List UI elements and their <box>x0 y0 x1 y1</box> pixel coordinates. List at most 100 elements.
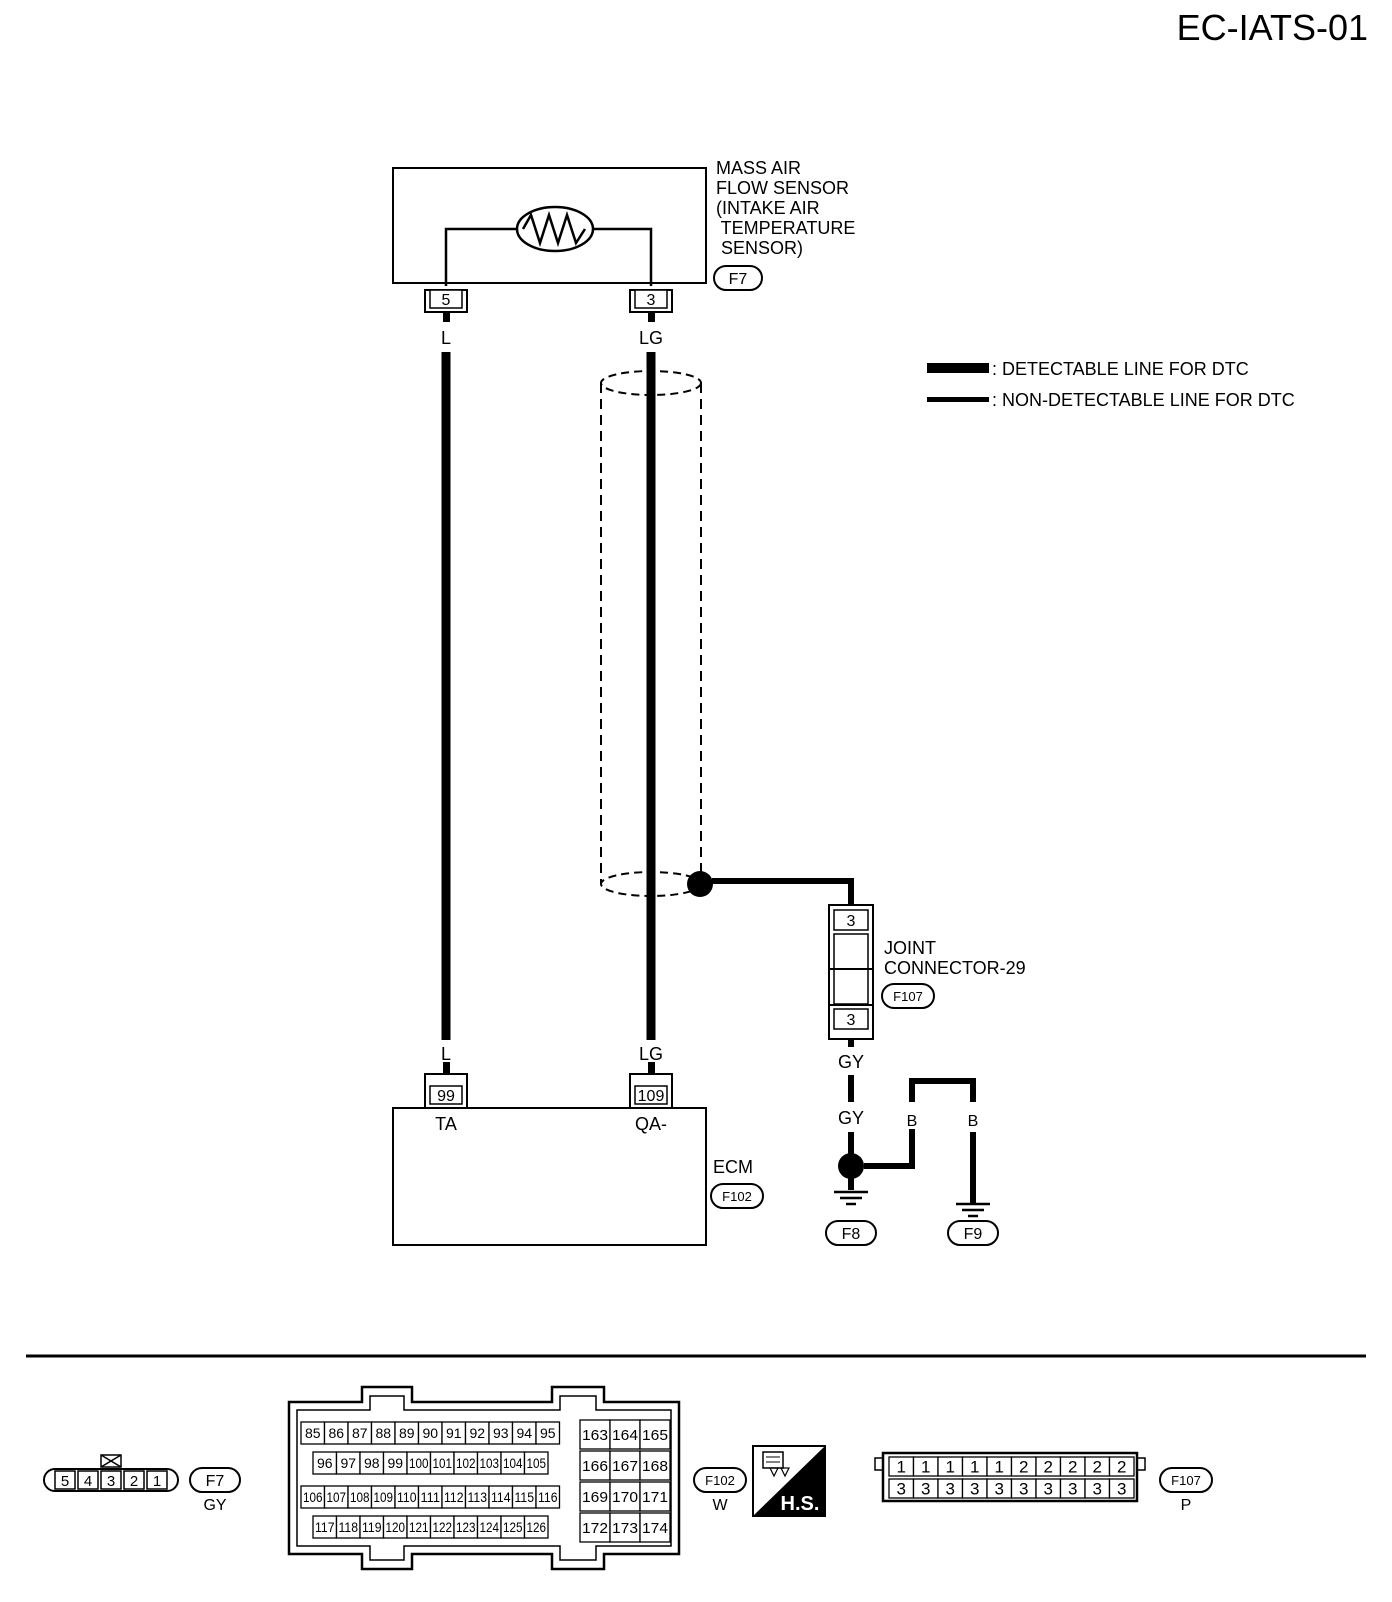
f7-color: GY <box>203 1497 226 1514</box>
legend: : DETECTABLE LINE FOR DTC : NON-DETECTAB… <box>927 359 1295 410</box>
ecm-connector-id: F102 <box>722 1189 752 1204</box>
f102-pin-label: 98 <box>364 1455 380 1471</box>
b-label-left: B <box>907 1113 918 1130</box>
maf-connector-id: F7 <box>729 271 748 288</box>
f102-pin-cell <box>639 1481 671 1512</box>
thermistor-symbol <box>515 205 595 253</box>
f102-pin-label: 94 <box>516 1425 532 1441</box>
jc-pin-bottom: 3 <box>847 1012 856 1029</box>
f107-pin-label: 3 <box>970 1480 979 1499</box>
legend-thick-line <box>927 363 989 373</box>
f102-pin-label: 124 <box>480 1519 500 1535</box>
ecm-pin-109: 109 <box>638 1088 665 1105</box>
f102-pin-label: 102 <box>456 1455 476 1471</box>
f102-pin-label: 106 <box>303 1489 323 1505</box>
jc-name-line-1: JOINT <box>884 938 936 958</box>
legend-thin-line <box>927 397 989 402</box>
f102-pin-label: 170 <box>612 1489 638 1506</box>
f102-pin-label: 112 <box>444 1489 464 1505</box>
wire-ta-label-top: L <box>441 328 451 348</box>
f102-pin-label: 104 <box>503 1455 523 1471</box>
f102-pin-label: 105 <box>527 1455 547 1471</box>
f102-pin-label: 116 <box>538 1489 558 1505</box>
f102-pin-label: 166 <box>582 1458 608 1475</box>
f107-pin-label: 1 <box>995 1458 1004 1477</box>
f102-pin-cell <box>523 1451 549 1475</box>
f107-pin-label: 2 <box>1117 1458 1126 1477</box>
f102-pin-label: 85 <box>305 1425 321 1441</box>
maf-sensor: MASS AIR FLOW SENSOR (INTAKE AIR TEMPERA… <box>392 158 855 313</box>
f7-pin: 2 <box>130 1473 138 1490</box>
f102-color: W <box>712 1497 728 1514</box>
f102-pin-label: 100 <box>409 1455 429 1471</box>
f102-pin-label: 113 <box>468 1489 488 1505</box>
joint-connector-29: 3 3 JOINT CONNECTOR-29 F107 <box>828 904 1026 1040</box>
f102-pin-label: 96 <box>317 1455 333 1471</box>
legend-detectable: : DETECTABLE LINE FOR DTC <box>992 359 1249 379</box>
f107-pin-cell <box>1108 1478 1135 1499</box>
legend-non-detectable: : NON-DETECTABLE LINE FOR DTC <box>992 390 1295 410</box>
maf-name-line-5: SENSOR) <box>716 238 803 258</box>
maf-name-line-1: MASS AIR <box>716 158 801 178</box>
ecm-connector-tag <box>710 1183 764 1209</box>
f102-pin-label: 93 <box>493 1425 509 1441</box>
jc-pin-top: 3 <box>847 913 856 930</box>
f102-pin-label: 117 <box>315 1519 335 1535</box>
f102-pin-label: 103 <box>480 1455 500 1471</box>
f102-pin-label: 167 <box>612 1458 638 1475</box>
f102-pin-label: 122 <box>433 1519 453 1535</box>
f7-view-id: F7 <box>206 1473 225 1490</box>
f107-pin-label: 3 <box>1044 1480 1053 1499</box>
f107-pin-label: 2 <box>1068 1458 1077 1477</box>
f7-pin: 4 <box>84 1473 92 1490</box>
jc-name-line-2: CONNECTOR-29 <box>884 958 1026 978</box>
f102-pin-label: 101 <box>433 1455 453 1471</box>
f102-pin-cell <box>639 1450 671 1481</box>
ecm-pin-fn-ta: TA <box>435 1114 457 1134</box>
f102-pin-label: 86 <box>328 1425 344 1441</box>
f102-pin-cell <box>579 1481 611 1512</box>
f107-pin-label: 1 <box>897 1458 906 1477</box>
wire-ta-label-bottom: L <box>441 1044 451 1064</box>
ecm-name: ECM <box>713 1157 753 1177</box>
wire-qa-label-top: LG <box>639 328 663 348</box>
shield <box>600 370 854 907</box>
b-label-right: B <box>968 1113 979 1130</box>
f107-pin-label: 3 <box>921 1480 930 1499</box>
ground-section: GY GY B B F8 F9 <box>825 1039 999 1246</box>
f102-pin-label: 172 <box>582 1520 608 1537</box>
f7-pin: 3 <box>107 1473 115 1490</box>
f102-pin-cell <box>639 1512 671 1543</box>
f102-pin-label: 115 <box>515 1489 535 1505</box>
f107-pin-label: 3 <box>1019 1480 1028 1499</box>
f102-pin-cell <box>609 1481 641 1512</box>
f102-pin-label: 88 <box>375 1425 391 1441</box>
f102-pin-label: 123 <box>456 1519 476 1535</box>
f107-pin-label: 3 <box>946 1480 955 1499</box>
f102-pin-label: 173 <box>612 1520 638 1537</box>
connector-housing-icon <box>762 1451 790 1478</box>
wire-qa-label-bottom: LG <box>639 1044 663 1064</box>
f102-pin-label: 118 <box>339 1519 359 1535</box>
f102-pin-cell <box>579 1419 611 1450</box>
f102-pin-label: 126 <box>527 1519 547 1535</box>
f107-pin-label: 3 <box>1117 1480 1126 1499</box>
f102-pin-label: 163 <box>582 1427 608 1444</box>
f107-pin-label: 2 <box>1093 1458 1102 1477</box>
f102-pin-label: 91 <box>446 1425 462 1441</box>
f107-pin-label: 1 <box>970 1458 979 1477</box>
f107-pin-cell <box>1108 1456 1135 1477</box>
f107-view-id: F107 <box>1171 1473 1201 1488</box>
maf-pin-3: 3 <box>647 292 656 309</box>
f102-pin-label: 107 <box>327 1489 347 1505</box>
gy-label-bottom: GY <box>838 1108 864 1128</box>
f102-pin-label: 120 <box>386 1519 406 1535</box>
jc-connector-id: F107 <box>893 989 923 1004</box>
ground-splice-dot <box>838 1153 864 1179</box>
f102-pin-label: 121 <box>409 1519 429 1535</box>
hs-badge: H.S. <box>752 1445 826 1517</box>
f107-pin-label: 2 <box>1019 1458 1028 1477</box>
